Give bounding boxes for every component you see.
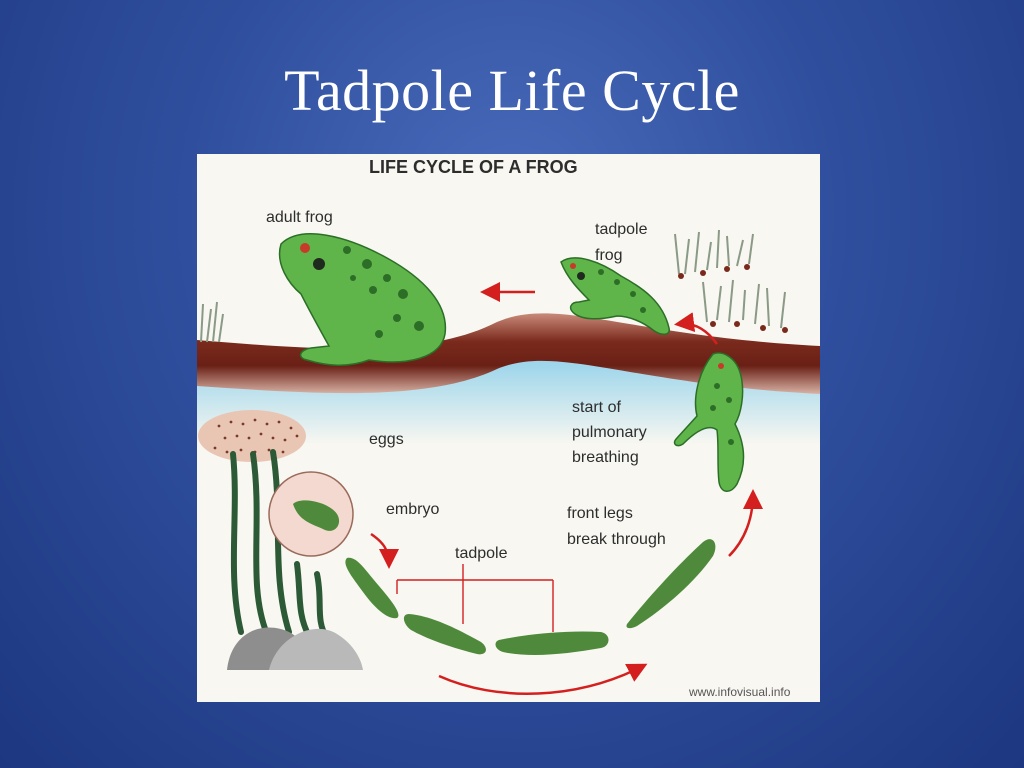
label-front-legs-1: front legs bbox=[567, 505, 633, 522]
label-start-2: pulmonary bbox=[572, 424, 647, 441]
label-embryo: embryo bbox=[386, 501, 439, 518]
grass-left bbox=[200, 301, 224, 343]
tadpole-3 bbox=[495, 631, 609, 655]
tadpole-front-legs bbox=[626, 539, 716, 629]
adult-frog-illustration bbox=[278, 233, 447, 367]
eggs-dots bbox=[213, 418, 299, 454]
arrow-embryo-to-tadpole bbox=[370, 532, 399, 569]
tadpole-1 bbox=[345, 557, 399, 619]
arrow-to-tadpole-frog bbox=[674, 312, 719, 345]
froglet-illustration bbox=[673, 352, 745, 492]
label-start-3: breathing bbox=[572, 449, 639, 466]
rock-right bbox=[269, 628, 363, 670]
slide-title: Tadpole Life Cycle bbox=[284, 58, 740, 123]
tadpole-2 bbox=[403, 614, 486, 655]
grass-right bbox=[674, 229, 786, 329]
frog-life-cycle-diagram: LIFE CYCLE OF A FROG adult frog tadpole … bbox=[197, 154, 820, 702]
arrow-up-right bbox=[728, 489, 763, 557]
label-tadpole-frog-1: tadpole bbox=[595, 221, 648, 238]
embryo-icon bbox=[293, 500, 340, 531]
cycle-arrows bbox=[370, 282, 763, 695]
tadpole-frog-illustration bbox=[560, 257, 670, 335]
label-tadpole: tadpole bbox=[455, 545, 508, 562]
label-eggs: eggs bbox=[369, 431, 404, 448]
diagram-heading: LIFE CYCLE OF A FROG bbox=[369, 157, 578, 177]
water-plants bbox=[230, 449, 330, 641]
label-front-legs-2: break through bbox=[567, 531, 666, 548]
tadpole-bracket bbox=[396, 564, 554, 632]
label-tadpole-frog-2: frog bbox=[595, 247, 623, 264]
label-adult-frog: adult frog bbox=[266, 209, 333, 226]
label-start-1: start of bbox=[572, 399, 621, 416]
arrow-bottom bbox=[438, 663, 648, 695]
credit-text: www.infovisual.info bbox=[688, 685, 791, 699]
